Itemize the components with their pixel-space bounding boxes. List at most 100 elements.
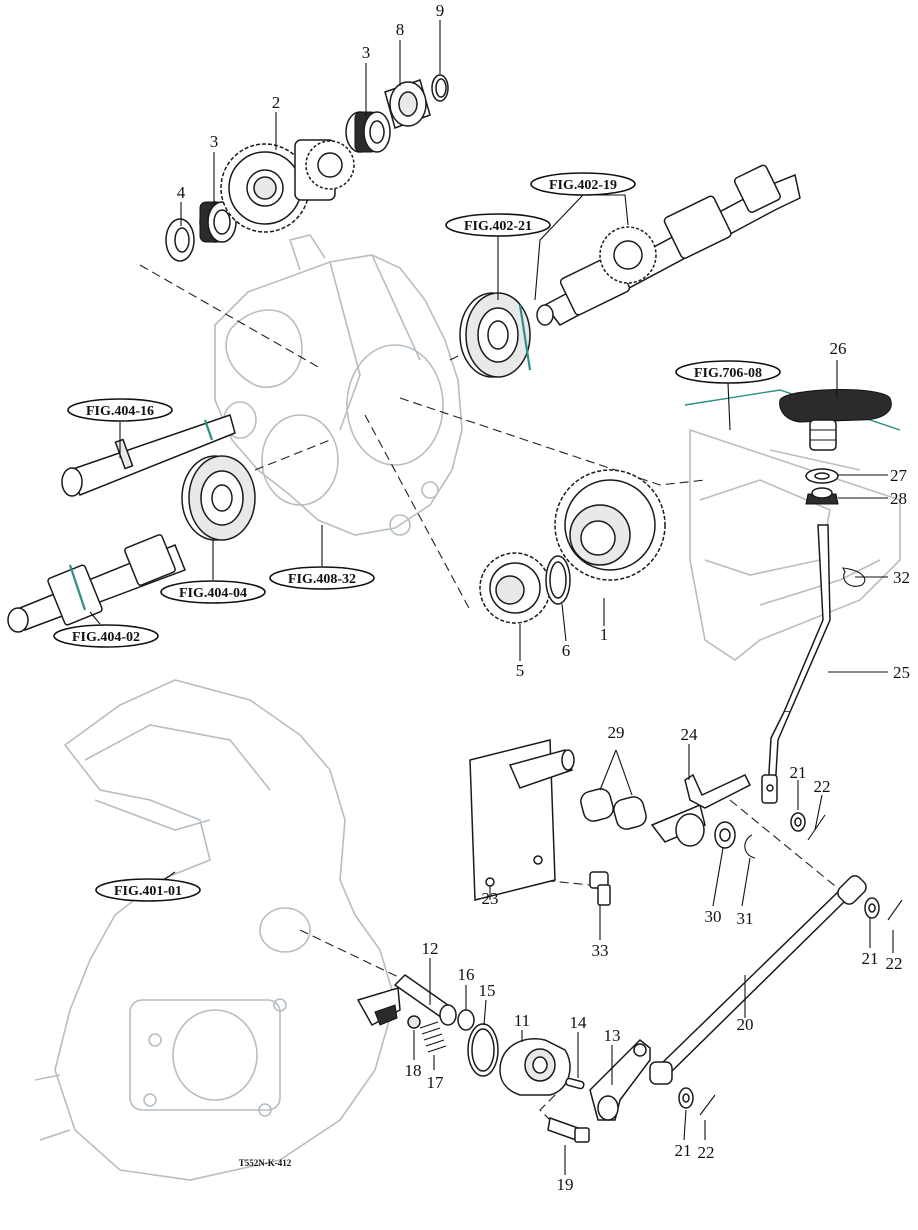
- spring-17: [419, 1021, 447, 1053]
- washer-27: [805, 468, 839, 484]
- part-number-16: 16: [458, 965, 475, 984]
- lever-24: [650, 773, 752, 847]
- ball-18: [407, 1015, 421, 1029]
- bearing-404-04: [181, 455, 256, 541]
- svg-text:FIG.408-32: FIG.408-32: [288, 572, 356, 587]
- washer-21-bottom: [678, 1087, 694, 1109]
- part-number-3-lower: 3: [210, 132, 219, 151]
- part-number-14: 14: [570, 1013, 588, 1032]
- pin-washer-21-top: [790, 812, 806, 832]
- ref-fig-402-21: FIG.402-21: [445, 213, 551, 237]
- part-number-11: 11: [514, 1011, 530, 1030]
- thrust-washer-4: [165, 218, 195, 262]
- main-housing-outline: [34, 679, 396, 1181]
- shaft-404-02: [7, 534, 186, 633]
- part-number-3-upper: 3: [362, 43, 371, 62]
- part-number-22-right: 22: [886, 954, 903, 973]
- clip-31: [744, 834, 756, 859]
- needle-bearing-3-lower: [199, 201, 237, 243]
- shift-rod-20: [649, 875, 867, 1085]
- cotter-22-bottom: [699, 1094, 716, 1116]
- leader-lines: [89, 20, 894, 1175]
- part-number-28: 28: [890, 489, 907, 508]
- part-number-24: 24: [681, 725, 699, 744]
- part-number-17: 17: [427, 1073, 445, 1092]
- part-number-4: 4: [177, 183, 186, 202]
- svg-text:FIG.404-02: FIG.404-02: [72, 630, 140, 645]
- part-number-15: 15: [479, 981, 496, 1000]
- bushings-29: [580, 788, 647, 830]
- part-number-21-right: 21: [862, 949, 879, 968]
- svg-text:FIG.404-16: FIG.404-16: [86, 404, 154, 419]
- part-number-22-bottom: 22: [698, 1143, 715, 1162]
- part-number-2: 2: [272, 93, 281, 112]
- gear-1: [554, 469, 666, 581]
- svg-text:FIG.404-04: FIG.404-04: [179, 586, 247, 601]
- bolt-19: [547, 1116, 590, 1143]
- part-number-25: 25: [893, 663, 910, 682]
- nut-28: [805, 487, 839, 505]
- ref-fig-402-19: FIG.402-19: [530, 172, 636, 196]
- part-number-8: 8: [396, 20, 405, 39]
- part-number-31: 31: [737, 909, 754, 928]
- washer-30: [714, 821, 736, 849]
- part-number-6: 6: [562, 641, 571, 660]
- svg-text:FIG.402-19: FIG.402-19: [549, 178, 617, 193]
- part-number-21-top: 21: [790, 763, 807, 782]
- snap-ring-6: [545, 555, 571, 605]
- needle-bearing-3-upper: [345, 111, 391, 153]
- cotter-22-top: [807, 814, 826, 841]
- part-number-12: 12: [422, 939, 439, 958]
- part-number-13: 13: [604, 1026, 621, 1045]
- shift-shaft-12: [356, 974, 457, 1027]
- cabin-frame-outline: [684, 389, 901, 661]
- washer-21-right: [864, 897, 880, 919]
- clip-32: [842, 567, 866, 587]
- rod-25: [761, 524, 831, 804]
- bolt-33: [589, 871, 611, 906]
- part-number-18: 18: [405, 1061, 422, 1080]
- pin-14: [565, 1077, 585, 1090]
- svg-text:FIG.402-21: FIG.402-21: [464, 219, 532, 234]
- housing-11: [499, 1038, 571, 1096]
- ref-fig-408-32: FIG.408-32: [269, 566, 375, 590]
- knob-26: [779, 389, 892, 451]
- part-number-26: 26: [830, 339, 847, 358]
- transmission-housing-outline: [214, 234, 463, 536]
- gear-2: [220, 139, 355, 233]
- part-number-29: 29: [608, 723, 625, 742]
- part-number-30: 30: [705, 907, 722, 926]
- part-number-19: 19: [557, 1175, 574, 1194]
- part-number-32: 32: [893, 568, 910, 587]
- part-number-20: 20: [737, 1015, 754, 1034]
- part-number-9: 9: [436, 1, 445, 20]
- lever-13: [589, 1038, 651, 1121]
- svg-text:FIG.706-08: FIG.706-08: [694, 366, 762, 381]
- part-number-33: 33: [592, 941, 609, 960]
- o-ring-15: [467, 1023, 499, 1077]
- collar-8: [384, 79, 431, 129]
- bearing-402-21: [459, 292, 532, 378]
- diagram-code: T552N-K-412: [239, 1158, 292, 1168]
- ref-fig-404-02: FIG.404-02: [53, 624, 159, 648]
- bracket-plate-23: [469, 739, 575, 901]
- part-number-27: 27: [890, 466, 908, 485]
- gear-5: [479, 552, 551, 624]
- part-numbers: 4 3 2 3 8 9 26 27 28 32 25 1 6 5 29 24 2…: [177, 1, 910, 1194]
- ref-fig-401-01: FIG.401-01: [95, 878, 201, 902]
- part-number-1: 1: [600, 625, 609, 644]
- part-number-22-top: 22: [814, 777, 831, 796]
- shaft-404-16: [61, 414, 236, 497]
- cotter-22-right: [887, 899, 903, 921]
- part-number-23: 23: [482, 889, 499, 908]
- part-number-21-bottom: 21: [675, 1141, 692, 1160]
- o-ring-16: [457, 1009, 475, 1031]
- ref-fig-706-08: FIG.706-08: [675, 360, 781, 384]
- svg-text:FIG.401-01: FIG.401-01: [114, 884, 182, 899]
- ref-fig-404-04: FIG.404-04: [160, 580, 266, 604]
- ref-fig-404-16: FIG.404-16: [67, 398, 173, 422]
- main-shaft: [536, 164, 801, 326]
- part-number-5: 5: [516, 661, 525, 680]
- snap-ring-9: [431, 74, 449, 102]
